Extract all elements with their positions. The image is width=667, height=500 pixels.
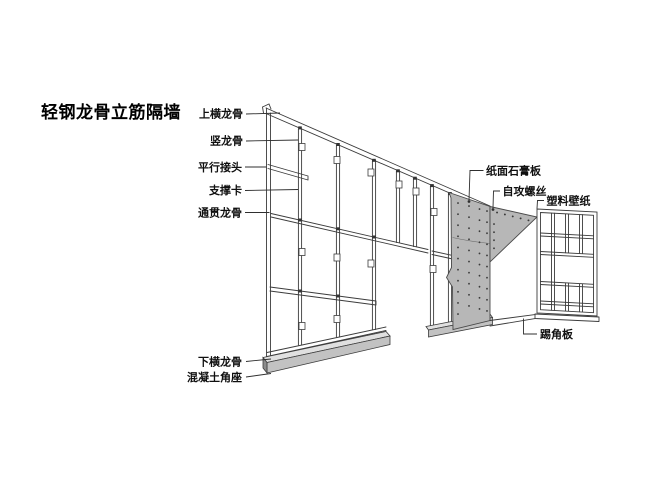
concrete-base-end-face: [262, 356, 268, 375]
gypsum-board-face: [445, 191, 491, 331]
right-frame-stud-1: [551, 212, 555, 311]
label-through-runner: 通贯龙骨: [198, 206, 242, 220]
leader-skirting: [523, 318, 537, 335]
screw-dot-columns: [457, 202, 488, 325]
flap-screw-dots: [493, 211, 530, 251]
leader-concrete-base: [245, 373, 272, 378]
label-plastic-wallpaper: 塑料壁纸: [547, 194, 591, 208]
label-support-clip: 支撑卡: [208, 183, 242, 197]
parallel-joint-brace: [267, 164, 309, 181]
label-concrete-base: 混凝土角座: [187, 370, 242, 384]
runner-mark: [298, 218, 302, 222]
page-title: 轻钢龙骨立筋隔墙: [41, 102, 181, 123]
label-skirting-board: 踢角板: [540, 327, 574, 341]
concrete-base-block: [262, 331, 391, 375]
skirting-board-strip: [534, 313, 600, 322]
brace-mark: [298, 289, 302, 293]
track-connection-marks: [298, 126, 452, 195]
runner-mark: [372, 235, 376, 239]
label-vertical-stud: 竖龙骨: [210, 134, 243, 148]
leader-wallpaper: [536, 200, 544, 209]
through-runner: [270, 213, 456, 260]
right-wall-frame: [536, 208, 598, 317]
stud-6-door-jamb-right: [429, 185, 435, 327]
top-track-outer-line: [265, 107, 491, 207]
board-seam-line: [452, 237, 491, 244]
main-wall-frame: [262, 103, 491, 360]
right-frame-rail-3: [540, 281, 594, 288]
leader-dot-gypsum: [467, 200, 471, 203]
leader-support-clip: [244, 189, 299, 191]
leader-gypsum-board: [468, 170, 484, 201]
right-frame-stud-3: [579, 214, 583, 313]
left-edge-stud: [266, 107, 271, 360]
label-self-tapping-screw: 自攻螺丝: [503, 184, 547, 198]
stud-1: [297, 128, 303, 346]
leader-top-track: [245, 112, 281, 115]
label-bottom-track: 下横龙骨: [198, 355, 242, 369]
right-frame-inner: [540, 212, 594, 314]
leader-dot-screw: [491, 208, 495, 211]
stud-2: [335, 145, 341, 338]
callout-labels: 上横龙骨 竖龙骨 平行接头 支撑卡 通贯龙骨 下横龙骨 混凝土角座 纸面石膏板 …: [187, 107, 591, 385]
floor-line-corner: [489, 314, 536, 327]
label-parallel-joint: 平行接头: [198, 160, 242, 174]
label-top-track: 上横龙骨: [199, 107, 243, 121]
label-gypsum-board: 纸面石膏板: [486, 164, 542, 178]
right-frame-rail-4: [540, 300, 594, 308]
leader-bottom-track: [245, 358, 272, 362]
leader-screw: [492, 190, 500, 209]
right-frame-rail-2: [540, 251, 594, 258]
right-frame-outer: [536, 208, 598, 317]
gypsum-board-corner-flap: [489, 205, 538, 264]
runner-mark: [336, 227, 340, 231]
top-track-end-cap: [262, 103, 272, 114]
brace-mark: [336, 294, 340, 298]
leader-lines: [244, 112, 544, 378]
gypsum-board-panel: [445, 191, 538, 331]
floor-skirting: [489, 313, 600, 327]
support-clips: [298, 143, 438, 330]
right-frame-rail-1: [540, 232, 594, 240]
leader-vertical-stud: [245, 139, 299, 142]
lower-brace: [269, 286, 377, 306]
right-frame-stud-2: [565, 213, 569, 312]
